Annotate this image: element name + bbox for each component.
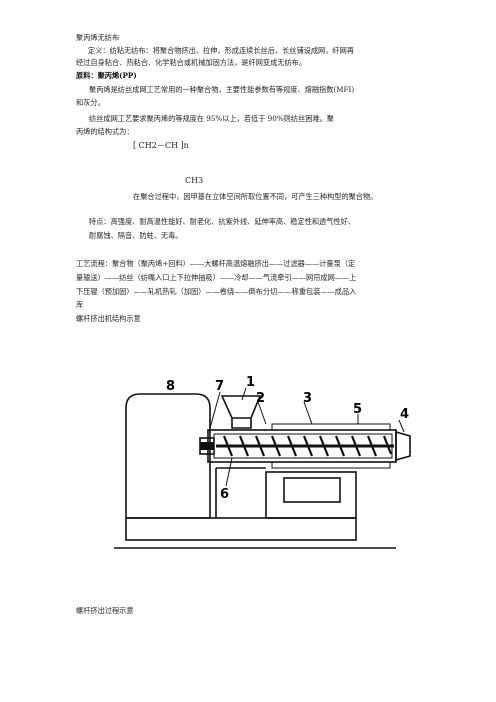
base-frame [125,517,357,541]
callout-2: 2 [256,391,265,406]
heater-top [271,423,391,431]
callout-6: 6 [220,487,229,502]
polymer-note: 在聚合过程中，因甲基在立体空间所取位置不同，可产生三种构型的聚合物。 [133,192,378,201]
process-line-3: 下压辊（预加固）——轧机热轧（加固）——卷绕——倒布分切——称重包装——成品入 [76,287,357,296]
structural-formula: [ CH2－CH ]n [133,141,189,150]
material-line-1: 聚丙烯是纺丝成网工艺常用的一种聚合物，主要性能参数有等规度、熔融指数(MFI) [89,85,355,94]
heater-bottom [271,461,391,469]
drive-housing [125,393,211,519]
screw-flights [216,435,394,457]
material-heading: 原料：聚丙烯(PP) [76,71,137,80]
features-line-2: 耐腐蚀、隔音、防蛀、无毒。 [89,231,183,240]
drive-shaft [200,442,214,450]
process-line-1: 工艺流程：聚合物（聚丙烯+回料）——大螺杆高温熔融挤出——过滤器——计量泵（定 [76,259,356,268]
definition-line-1: 定义：纺粘无纺布：将聚合物挤出、拉伸，形成连续长丝后，长丝铺设成网，纤网再 [88,46,354,55]
callout-1: 1 [246,375,255,390]
screw-extruder-diagram: 1 2 3 4 5 6 7 8 [114,375,411,549]
doc-title: 聚丙烯无纺布 [76,33,120,42]
callout-4: 4 [400,407,409,422]
callout-3: 3 [303,391,312,406]
features-line-1: 特点：高强度、耐高温性能好、耐老化、抗紫外线、延伸率高、稳定性和透气性好、 [89,217,355,226]
callout-5: 5 [353,402,362,417]
definition-line-2: 经过自身粘合、热粘合、化学粘合或机械加固方法，是纤网变成无纺布。 [76,58,307,67]
die-head [395,430,411,462]
callout-7: 7 [215,379,224,394]
stand-panel [283,477,341,503]
isotacticity-line-1: 纺丝成网工艺要求聚丙烯的等规度在 95%以上，若低于 90%则纺丝困难。聚 [89,114,334,123]
diagram-caption: 螺杆挤出机结构示意 [76,314,141,323]
support-stand [265,471,357,519]
callout-8: 8 [166,379,175,394]
isotacticity-line-2: 丙烯的结构式为： [76,127,134,136]
process-line-4: 库 [76,300,84,309]
hopper [220,395,262,429]
process-line-2: 量输送）——纺丝（纺嘴入口上下拉伸抽吸）——冷却——气流牵引——网帘成网——上 [76,273,357,282]
material-line-2: 和灰分。 [76,98,105,107]
formula-methyl-group: CH3 [185,176,204,185]
bottom-caption: 螺杆挤出过程示意 [76,606,134,615]
